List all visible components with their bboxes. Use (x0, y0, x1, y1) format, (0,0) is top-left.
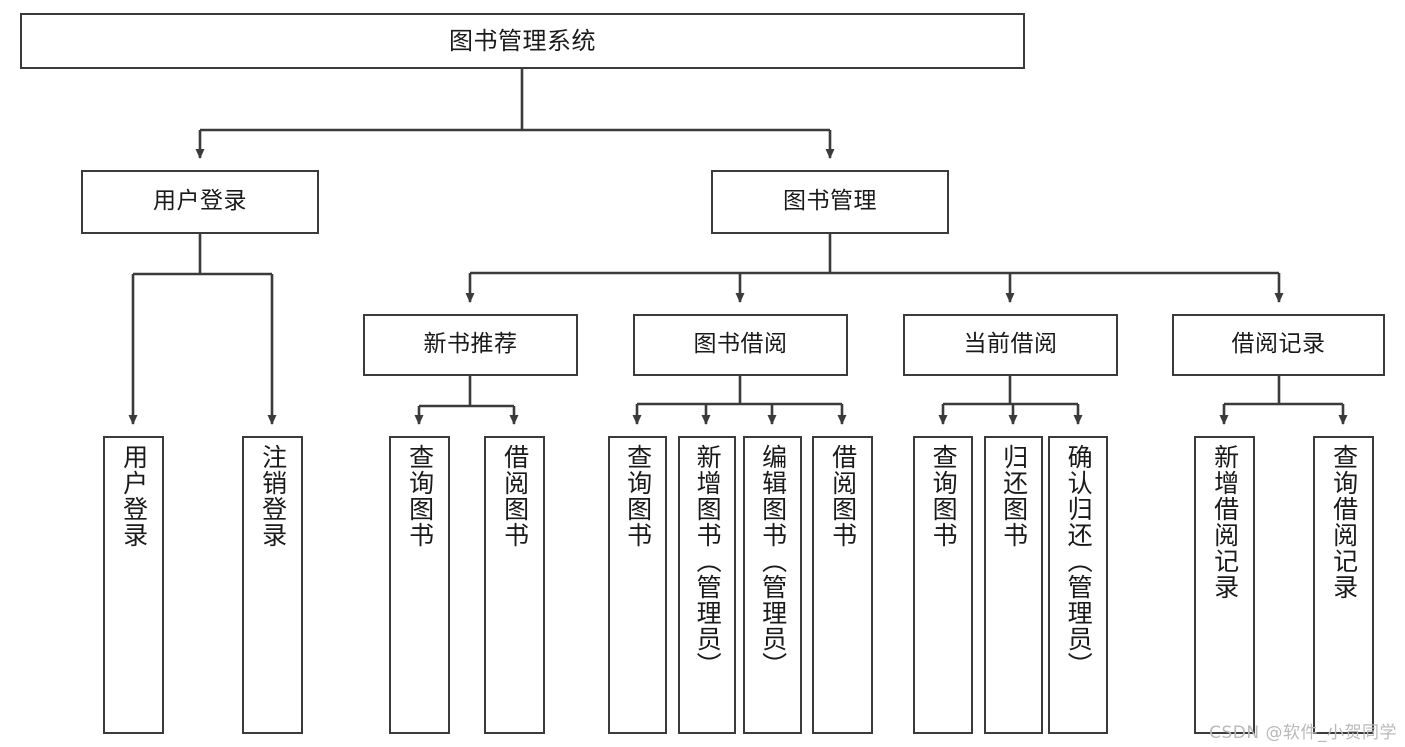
node-label: 借阅记录 (1231, 331, 1326, 358)
node-root-book-management-system[interactable]: 图书管理系统 (20, 13, 1025, 69)
leaf-user-login-logout[interactable]: 注销登录 (242, 436, 303, 734)
node-borrow-records[interactable]: 借阅记录 (1172, 314, 1385, 376)
leaf-new-book-borrow-book[interactable]: 借阅图书 (484, 436, 545, 734)
node-label: 当前借阅 (963, 331, 1058, 358)
leaf-current-borrow-return-book[interactable]: 归还图书 (984, 436, 1043, 734)
node-book-borrow[interactable]: 图书借阅 (633, 314, 848, 376)
node-label: 查询图书 (929, 444, 959, 548)
node-label: 查询借阅记录 (1329, 444, 1359, 600)
node-label: 新增借阅记录 (1210, 444, 1240, 600)
leaf-book-borrow-query-book[interactable]: 查询图书 (608, 436, 667, 734)
node-label: 图书管理 (783, 188, 877, 215)
leaf-user-login-login[interactable]: 用户登录 (103, 436, 164, 734)
node-label: 图书借阅 (693, 331, 788, 358)
leaf-current-borrow-confirm-return-admin[interactable]: 确认归还（管理员） (1048, 436, 1108, 734)
node-new-book-recommend[interactable]: 新书推荐 (363, 314, 578, 376)
node-label: 新书推荐 (423, 331, 518, 358)
csdn-watermark: CSDN @软件_小贺同学 (1209, 723, 1397, 743)
node-label: 用户登录 (153, 188, 247, 215)
node-label: 查询图书 (623, 444, 653, 548)
node-user-login[interactable]: 用户登录 (81, 170, 319, 234)
leaf-book-borrow-add-book-admin[interactable]: 新增图书（管理员） (678, 436, 736, 734)
node-label: 注销登录 (258, 444, 288, 548)
node-label: 用户登录 (119, 444, 149, 548)
node-label: 借阅图书 (500, 444, 530, 548)
node-label: 编辑图书（管理员） (758, 444, 788, 678)
leaf-borrow-records-query-record[interactable]: 查询借阅记录 (1313, 436, 1374, 734)
leaf-current-borrow-query-book[interactable]: 查询图书 (913, 436, 973, 734)
node-label: 借阅图书 (828, 444, 858, 548)
leaf-borrow-records-add-record[interactable]: 新增借阅记录 (1194, 436, 1255, 734)
leaf-book-borrow-borrow-book[interactable]: 借阅图书 (812, 436, 873, 734)
node-label: 归还图书 (999, 444, 1029, 548)
leaf-new-book-query-book[interactable]: 查询图书 (389, 436, 450, 734)
node-label: 确认归还（管理员） (1064, 444, 1094, 678)
leaf-book-borrow-edit-book-admin[interactable]: 编辑图书（管理员） (743, 436, 802, 734)
node-label: 查询图书 (405, 444, 435, 548)
node-label: 新增图书（管理员） (693, 444, 723, 678)
node-book-management[interactable]: 图书管理 (711, 170, 949, 234)
node-current-borrow[interactable]: 当前借阅 (903, 314, 1118, 376)
node-label: 图书管理系统 (449, 26, 596, 55)
